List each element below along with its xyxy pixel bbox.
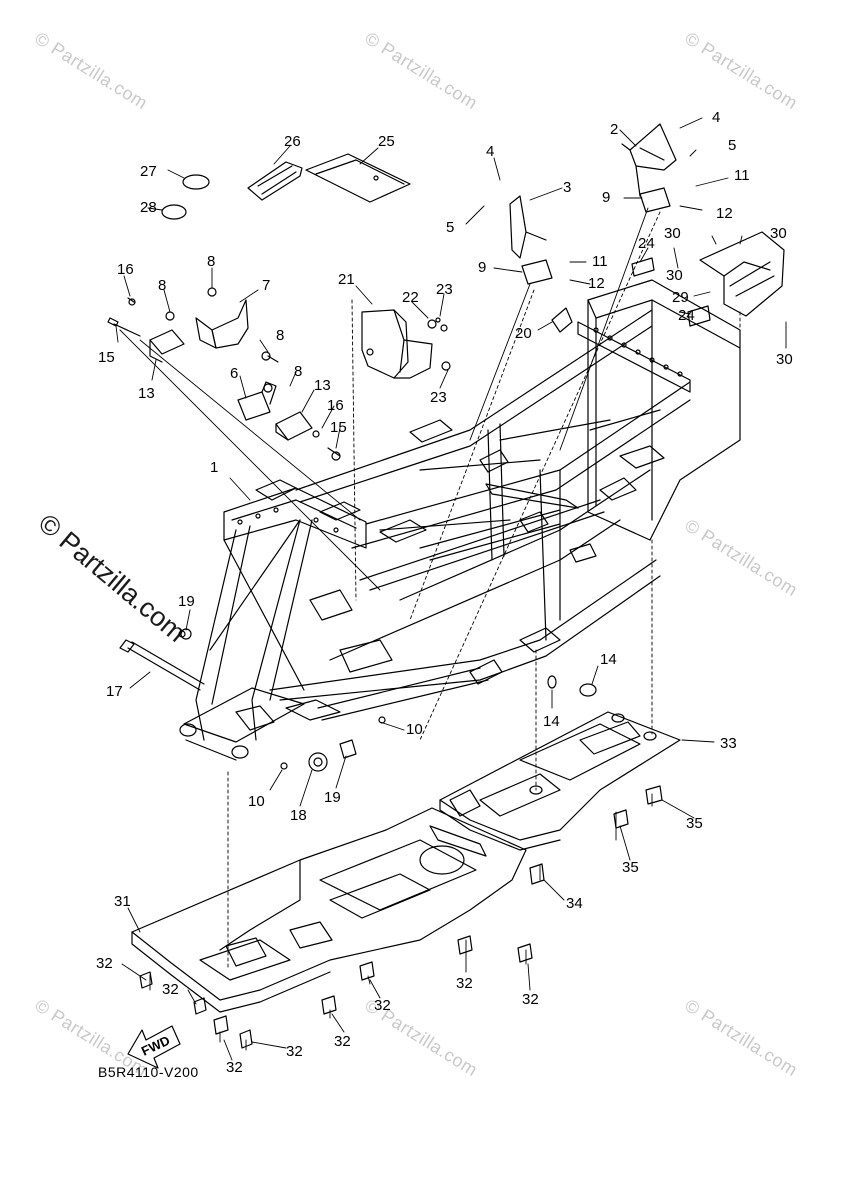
callout: 23 bbox=[430, 389, 447, 406]
callout: 24 bbox=[678, 307, 695, 324]
callout: 4 bbox=[486, 143, 494, 160]
callout: 30 bbox=[776, 351, 793, 368]
part-27-oring bbox=[182, 174, 210, 190]
bottom-bolts bbox=[139, 785, 663, 1049]
callout: 32 bbox=[334, 1033, 351, 1050]
callout: 23 bbox=[436, 281, 453, 298]
part-20-clip bbox=[551, 307, 573, 333]
callout-labels: 1 2 3 4 4 5 5 6 7 8 8 8 8 9 9 10 10 11 1… bbox=[96, 109, 793, 1076]
frame-part bbox=[179, 279, 741, 761]
callout: 30 bbox=[664, 225, 681, 242]
callout: 30 bbox=[666, 267, 683, 284]
part-6-bracket bbox=[237, 381, 277, 421]
part-2-bracket bbox=[621, 123, 677, 197]
callout: 32 bbox=[522, 991, 539, 1008]
part-9b-bracket bbox=[521, 259, 553, 285]
callout: 35 bbox=[686, 815, 703, 832]
callout: 16 bbox=[117, 261, 134, 278]
callout: 1 bbox=[210, 459, 218, 476]
part-17-bolt bbox=[119, 639, 205, 691]
callout: 18 bbox=[290, 807, 307, 824]
part-13b-bracket bbox=[275, 411, 313, 441]
part-7-bracket bbox=[195, 299, 249, 349]
callout: 17 bbox=[106, 683, 123, 700]
diagram-reference-code: B5R4110-V200 bbox=[98, 1064, 199, 1080]
callout: 9 bbox=[478, 259, 486, 276]
callout: 11 bbox=[592, 253, 608, 270]
part-25-plate bbox=[305, 153, 411, 203]
fwd-arrow-icon: FWD bbox=[127, 1025, 181, 1069]
callout: 12 bbox=[716, 205, 733, 222]
callout: 9 bbox=[602, 189, 610, 206]
callout: 8 bbox=[158, 277, 166, 294]
rear-skid-plate bbox=[439, 711, 681, 851]
callout: 4 bbox=[712, 109, 720, 126]
part-13-bracket bbox=[149, 329, 185, 363]
callout: 21 bbox=[338, 271, 355, 288]
callout: 19 bbox=[324, 789, 341, 806]
fwd-label: FWD bbox=[139, 1033, 172, 1059]
callout: 2 bbox=[610, 121, 618, 138]
part-9-bracket bbox=[639, 187, 671, 213]
callout: 22 bbox=[402, 289, 419, 306]
callout: 8 bbox=[207, 253, 215, 270]
callout: 34 bbox=[566, 895, 583, 912]
callout: 13 bbox=[314, 377, 331, 394]
callout: 32 bbox=[96, 955, 113, 972]
callout: 16 bbox=[327, 397, 344, 414]
part-21-cover bbox=[361, 309, 433, 379]
part-24-pads bbox=[631, 257, 711, 327]
callout: 15 bbox=[330, 419, 347, 436]
leader-lines bbox=[115, 117, 787, 1061]
part-14-washers bbox=[547, 675, 597, 697]
callout: 12 bbox=[588, 275, 605, 292]
part-18-nut bbox=[308, 752, 328, 772]
callout: 24 bbox=[638, 235, 655, 252]
callout: 8 bbox=[294, 363, 302, 380]
callout: 33 bbox=[720, 735, 737, 752]
callout: 32 bbox=[374, 997, 391, 1014]
callout: 15 bbox=[98, 349, 115, 366]
callout: 32 bbox=[162, 981, 179, 998]
callout: 27 bbox=[140, 163, 157, 180]
callout: 7 bbox=[262, 277, 270, 294]
callout: 30 bbox=[770, 225, 787, 242]
callout: 25 bbox=[378, 133, 395, 150]
callout: 13 bbox=[138, 385, 155, 402]
callout: 31 bbox=[114, 893, 131, 910]
callout: 35 bbox=[622, 859, 639, 876]
part-28-oring bbox=[161, 204, 187, 220]
part-29-bracket bbox=[699, 231, 785, 317]
callout: 32 bbox=[226, 1059, 243, 1076]
part-3-bracket bbox=[509, 195, 547, 259]
callout: 10 bbox=[248, 793, 265, 810]
callout: 20 bbox=[515, 325, 532, 342]
callout: 14 bbox=[600, 651, 617, 668]
callout: 11 bbox=[734, 167, 750, 184]
callout: 14 bbox=[543, 713, 560, 730]
callout: 5 bbox=[446, 219, 454, 236]
callout: 19 bbox=[178, 593, 195, 610]
callout: 26 bbox=[284, 133, 301, 150]
callout: 10 bbox=[406, 721, 423, 738]
callout: 28 bbox=[140, 199, 157, 216]
callout: 5 bbox=[728, 137, 736, 154]
part-26-guard bbox=[247, 161, 303, 201]
part-19-bolt bbox=[339, 739, 357, 759]
callout: 6 bbox=[230, 365, 238, 382]
bolt-group bbox=[107, 287, 451, 770]
callout: 3 bbox=[563, 179, 571, 196]
callout: 32 bbox=[286, 1043, 303, 1060]
callout: 32 bbox=[456, 975, 473, 992]
callout: 29 bbox=[672, 289, 689, 306]
callout: 8 bbox=[276, 327, 284, 344]
